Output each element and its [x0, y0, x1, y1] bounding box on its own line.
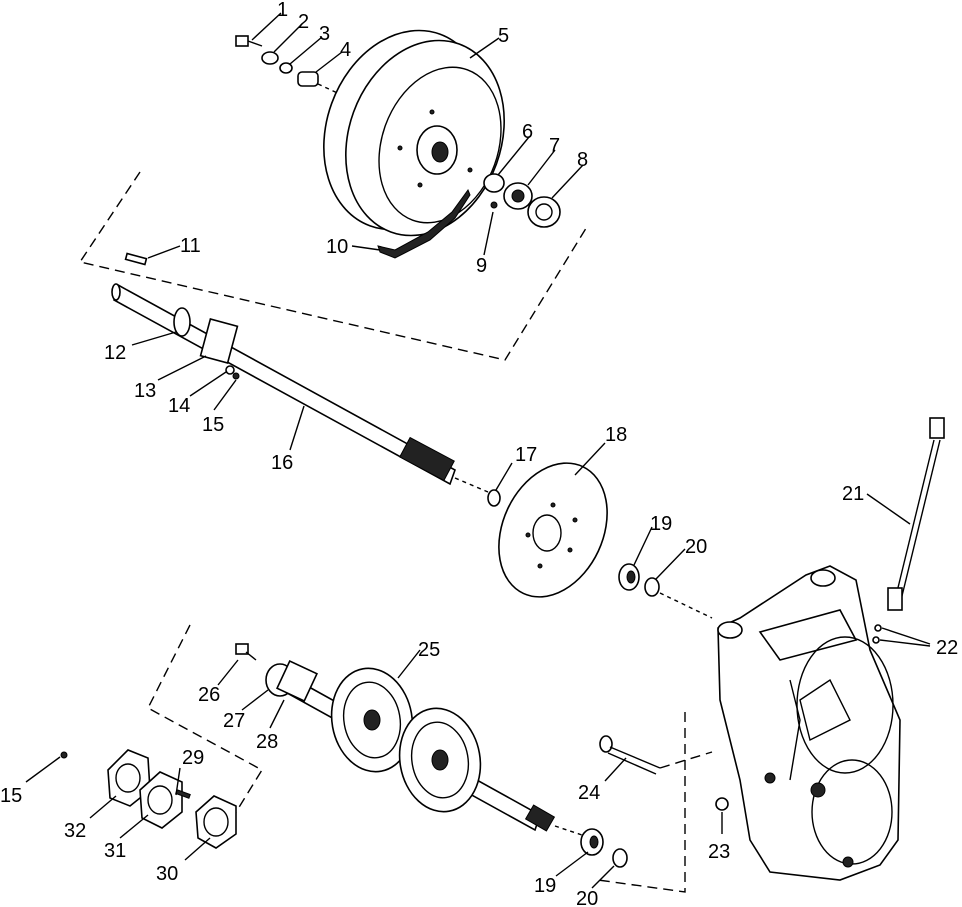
driven-sprocket-5 [323, 29, 505, 237]
callout-10: 10 [326, 236, 348, 258]
callout-30: 30 [156, 863, 178, 885]
washer-2 [261, 51, 279, 65]
callout-25: 25 [418, 639, 440, 661]
callout-18: 18 [605, 424, 627, 446]
callout-19-upper: 19 [650, 513, 672, 535]
callout-32: 32 [64, 820, 86, 842]
o-ring-20-lower [612, 848, 628, 868]
spacer-4 [297, 71, 319, 87]
callout-14: 14 [168, 395, 190, 417]
chaincase-housing [717, 565, 901, 881]
screw-9 [490, 201, 498, 209]
upper-assembly-boundary [78, 171, 589, 361]
drive-chain-10 [377, 188, 471, 259]
callout-4: 4 [340, 39, 351, 61]
nut-15-lower [60, 751, 68, 759]
housing-boundary [597, 712, 686, 893]
callout-6: 6 [522, 121, 533, 143]
track-drive-shaft-25 [265, 660, 556, 832]
callout-27: 27 [223, 710, 245, 732]
callout-24: 24 [578, 782, 600, 804]
leader-lines [25, 12, 931, 889]
callout-8: 8 [577, 149, 588, 171]
upper-axis [659, 592, 713, 619]
sprocket-right [398, 707, 482, 813]
callout-12: 12 [104, 342, 126, 364]
callout-20-lower: 20 [576, 888, 598, 907]
callout-19-lower: 19 [534, 875, 556, 897]
bolt-24 [599, 735, 661, 775]
nut-14 [225, 365, 235, 375]
flange-31 [139, 771, 183, 829]
drive-shaft-16 [111, 283, 456, 486]
bolt-dash [659, 751, 713, 769]
flange-8 [527, 196, 561, 228]
bolt-1 [235, 35, 263, 47]
o-ring-22b [872, 636, 880, 644]
washer-6 [483, 173, 505, 193]
callout-21: 21 [842, 483, 864, 505]
callout-9: 9 [476, 255, 487, 277]
lower-assembly-boundary [147, 624, 263, 831]
callout-5: 5 [498, 25, 509, 47]
callout-23: 23 [708, 841, 730, 863]
o-ring-20-upper [644, 577, 660, 597]
lower-axis [554, 825, 586, 837]
callout-1: 1 [277, 0, 288, 21]
snap-ring-17 [487, 489, 501, 507]
bolt-26 [235, 643, 257, 661]
brake-disc-18 [498, 462, 608, 598]
washer-3 [279, 62, 293, 74]
callout-15-lower: 15 [0, 785, 22, 807]
callout-7: 7 [549, 135, 560, 157]
shaft-axis [454, 477, 489, 493]
callout-2: 2 [298, 11, 309, 33]
nut-23 [715, 797, 729, 811]
callout-31: 31 [104, 840, 126, 862]
callout-20-upper: 20 [685, 536, 707, 558]
callout-17: 17 [515, 444, 537, 466]
callout-22: 22 [936, 637, 958, 659]
key-11 [124, 252, 148, 266]
dipstick-21 [887, 417, 945, 611]
callout-13: 13 [134, 380, 156, 402]
bearing-19-lower-inner [589, 835, 599, 849]
nut-15 [232, 372, 240, 380]
callout-26: 26 [198, 684, 220, 706]
callout-3: 3 [319, 23, 330, 45]
sprocket-left [330, 667, 414, 773]
callout-11: 11 [180, 235, 201, 257]
bearing-7-inner [511, 189, 525, 203]
flange-8-inner [535, 203, 553, 221]
callout-16: 16 [271, 452, 293, 474]
callout-28: 28 [256, 731, 278, 753]
bearing-19-upper-inner [626, 570, 636, 584]
o-ring-22a [874, 624, 882, 632]
callout-15-upper: 15 [202, 414, 224, 436]
flange-30 [195, 795, 237, 849]
callout-29: 29 [182, 747, 204, 769]
